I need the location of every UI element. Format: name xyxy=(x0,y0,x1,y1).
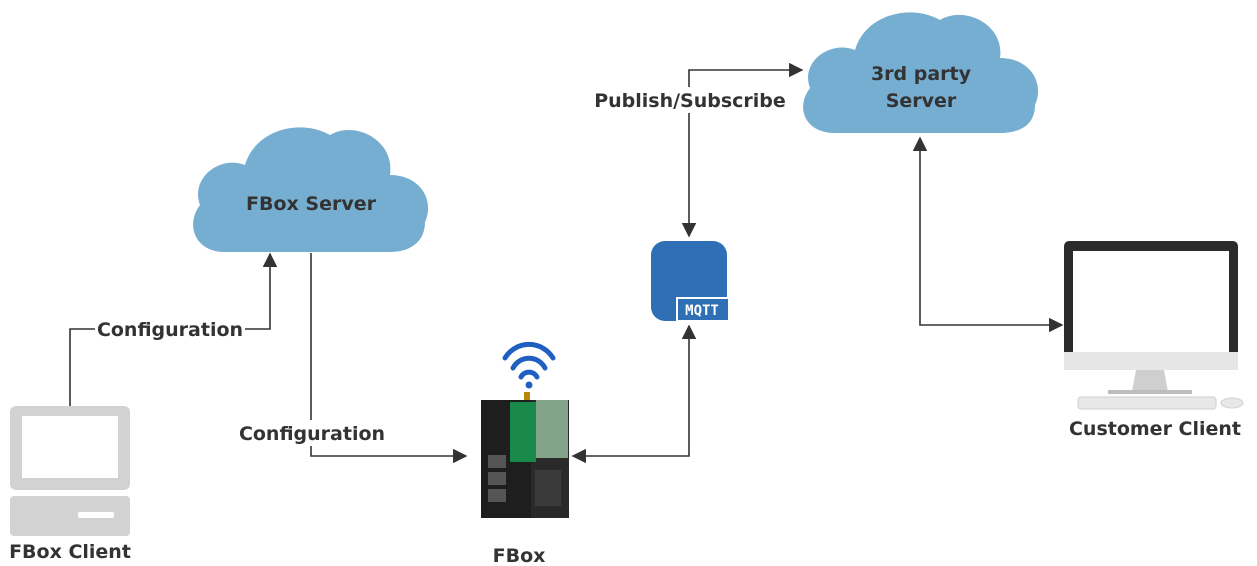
label-sticker xyxy=(536,400,568,458)
fbox-server-label: FBox Server xyxy=(246,193,377,215)
laptop-screen xyxy=(22,416,118,478)
cloud-shape-fbox-server xyxy=(193,127,429,252)
edge-label-server-to-fbox: Configuration xyxy=(239,423,385,445)
ethernet-port-2 xyxy=(488,472,506,485)
serial-port xyxy=(535,470,561,506)
third-party-label-line2: Server xyxy=(886,90,957,112)
fbox-client-icon: FBox Client xyxy=(9,406,131,563)
monitor-stand xyxy=(1132,370,1168,392)
third-party-label-line1: 3rd party xyxy=(871,63,972,85)
laptop-slot xyxy=(78,512,114,518)
mqtt-label: MQTT xyxy=(685,303,719,319)
mqtt-tag xyxy=(678,299,728,320)
antenna xyxy=(524,392,530,404)
ethernet-port-3 xyxy=(488,489,506,502)
edge-label-bg-2 xyxy=(238,420,388,446)
edge-third-party-customer xyxy=(912,136,1064,333)
edge-label-bg-3 xyxy=(592,87,788,113)
fbox-device: FBox xyxy=(481,341,569,566)
edge-server-to-fbox xyxy=(310,253,468,464)
cloud-shape-third-party xyxy=(803,12,1039,133)
terminal-block xyxy=(510,402,536,462)
fbox-server-cloud: FBox Server xyxy=(193,127,429,252)
wifi-dot xyxy=(525,381,533,389)
monitor-chin xyxy=(1064,352,1238,370)
monitor-base xyxy=(1108,390,1192,394)
laptop-base xyxy=(10,496,130,536)
mqtt-broker-icon: MQTT xyxy=(651,241,728,321)
monitor-screen xyxy=(1073,251,1229,353)
third-party-server-cloud: 3rd party Server xyxy=(803,12,1039,133)
customer-client-icon: Customer Client xyxy=(1064,241,1244,440)
fbox-client-label: FBox Client xyxy=(9,541,131,563)
ethernet-port-1 xyxy=(488,455,506,468)
edge-mqtt-third-party xyxy=(681,62,804,238)
edge-label-publish-subscribe: Publish/Subscribe xyxy=(594,90,786,112)
customer-client-label: Customer Client xyxy=(1069,418,1241,440)
keyboard xyxy=(1077,396,1217,410)
mouse xyxy=(1220,397,1244,409)
fbox-label: FBox xyxy=(493,545,546,566)
edge-label-client-to-server: Configuration xyxy=(97,319,243,341)
edge-label-bg-1 xyxy=(95,316,245,342)
edge-fbox-mqtt xyxy=(571,324,697,464)
wifi-icon xyxy=(502,341,556,380)
